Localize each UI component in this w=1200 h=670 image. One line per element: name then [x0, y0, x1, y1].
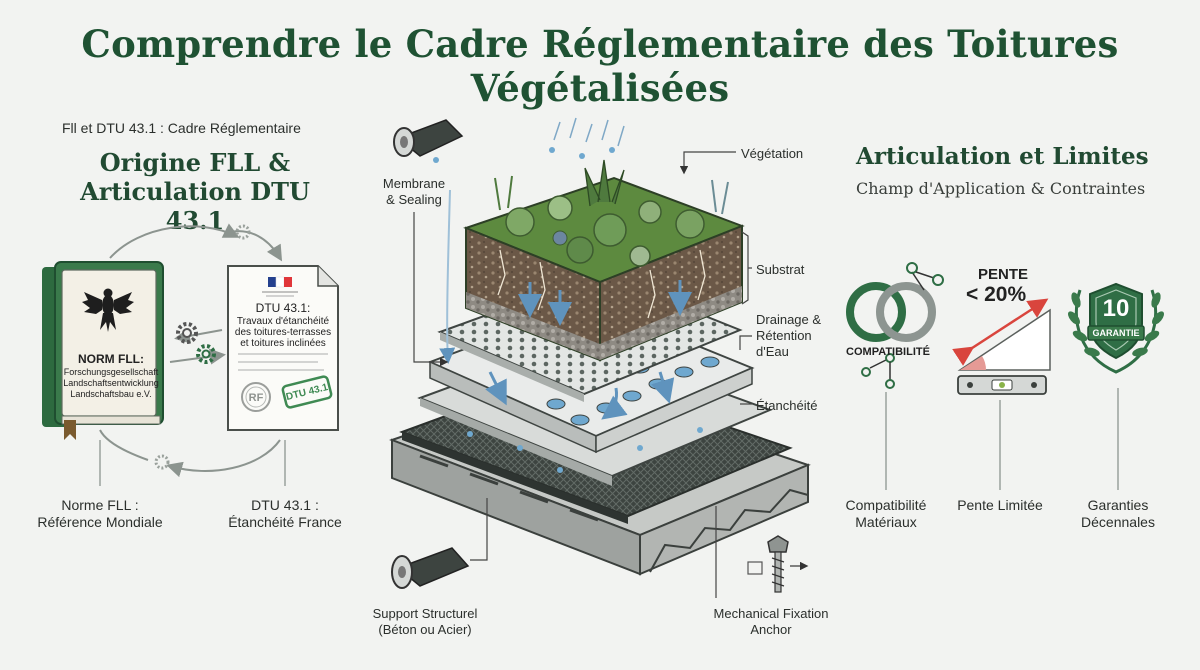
- label-membrane: Membrane & Sealing: [372, 176, 456, 208]
- label-drainage-line3: d'Eau: [756, 344, 789, 359]
- label-fixation-line1: Mechanical Fixation: [713, 606, 829, 621]
- caption-fll-line1: Norme FLL :: [61, 497, 139, 513]
- left-heading: Origine FLL & Articulation DTU 43.1: [50, 148, 340, 235]
- caption-dtu-line2: Étanchéité France: [228, 514, 342, 530]
- compatibility-rings-icon: [846, 262, 944, 389]
- fll-book: [42, 261, 164, 440]
- cycle-arrows: [99, 223, 286, 486]
- pente-label: PENTE: [978, 266, 1029, 283]
- label-support-line1: Support Structurel: [372, 606, 478, 621]
- caption-pente: Pente Limitée: [957, 497, 1043, 513]
- badge-text: GARANTIE: [1092, 328, 1140, 338]
- fll-book-title: NORM FLL:: [78, 352, 144, 366]
- caption-fll: Norme FLL : Référence Mondiale: [20, 497, 180, 531]
- caption-garanties: Garanties Décennales: [1058, 497, 1178, 531]
- label-drainage-line2: Rétention: [756, 328, 812, 343]
- label-drainage-line1: Drainage &: [756, 312, 822, 327]
- plants: [494, 159, 729, 267]
- membrane-roll-icon-bottom: [391, 547, 470, 589]
- leader-lines: [413, 151, 752, 598]
- caption-fll-line2: Référence Mondiale: [37, 514, 163, 530]
- right-subheading: Champ d'Application & Contraintes: [856, 179, 1146, 198]
- left-kicker: Fll et DTU 43.1 : Cadre Réglementaire: [62, 120, 301, 136]
- dtu-document: [227, 265, 339, 431]
- right-leader-lines: [885, 388, 1119, 490]
- label-fixation: Mechanical Fixation Anchor: [698, 606, 844, 638]
- label-membrane-line2: & Sealing: [386, 192, 442, 207]
- dtu-doc-line3: et toitures inclinées: [240, 338, 326, 349]
- caption-compat-line1: Compatibilité: [845, 497, 927, 513]
- dtu-doc-title: DTU 43.1:: [255, 301, 311, 315]
- rain-icon: [553, 117, 625, 147]
- page-title: Comprendre le Cadre Réglementaire des To…: [81, 22, 1119, 110]
- fll-book-line2: Landschaftsentwicklung: [63, 378, 159, 388]
- label-support: Support Structurel (Béton ou Acier): [360, 606, 490, 638]
- gear-icon-green: [196, 344, 216, 364]
- guarantee-badge-icon: [1068, 282, 1164, 374]
- left-heading-line1: Origine FLL &: [99, 148, 291, 177]
- badge-number: 10: [1102, 295, 1130, 322]
- caption-dtu: DTU 43.1 : Étanchéité France: [210, 497, 360, 531]
- water-drops: [467, 147, 703, 473]
- eagle-emblem-icon: [82, 288, 134, 332]
- caption-garanties-line1: Garanties: [1087, 497, 1149, 513]
- left-heading-line2: Articulation DTU 43.1: [80, 177, 310, 235]
- label-fixation-line2: Anchor: [750, 622, 792, 637]
- gear-icon-small: [154, 224, 251, 470]
- fll-book-line3: Landschaftsbau e.V.: [70, 389, 152, 399]
- caption-garanties-line2: Décennales: [1081, 514, 1155, 530]
- water-flow-arrows: [439, 189, 692, 420]
- dtu-doc-line2: des toitures-terrasses: [234, 327, 332, 338]
- pente-value: < 20%: [966, 283, 1027, 306]
- dtu-doc-text: DTU 43.1: Travaux d'étanchéité des toitu…: [230, 301, 336, 349]
- rf-seal: RF: [248, 392, 264, 404]
- label-membrane-line1: Membrane: [382, 176, 446, 191]
- dtu-doc-line1: Travaux d'étanchéité: [236, 316, 330, 327]
- label-support-line2: (Béton ou Acier): [378, 622, 472, 637]
- right-heading: Articulation et Limites: [856, 143, 1149, 170]
- slope-icon: [952, 298, 1051, 395]
- label-vegetation: Végétation: [741, 146, 804, 161]
- fll-book-line1: Forschungsgesellschaft: [63, 367, 159, 377]
- caption-dtu-line1: DTU 43.1 :: [251, 497, 319, 513]
- fll-book-text: NORM FLL: Forschungsgesellschaft Landsch…: [62, 352, 160, 400]
- anchor-screw-icon: [747, 535, 809, 593]
- label-etancheite: Étanchéité: [756, 398, 818, 413]
- membrane-roll-icon: [393, 119, 464, 163]
- label-substrat: Substrat: [756, 262, 805, 277]
- caption-compat-line2: Matériaux: [855, 514, 917, 530]
- compat-badge-text: COMPATIBILITÉ: [846, 346, 930, 358]
- caption-compat: Compatibilité Matériaux: [826, 497, 946, 531]
- gear-icon: [176, 322, 198, 344]
- label-drainage: Drainage & Rétention d'Eau: [756, 312, 821, 360]
